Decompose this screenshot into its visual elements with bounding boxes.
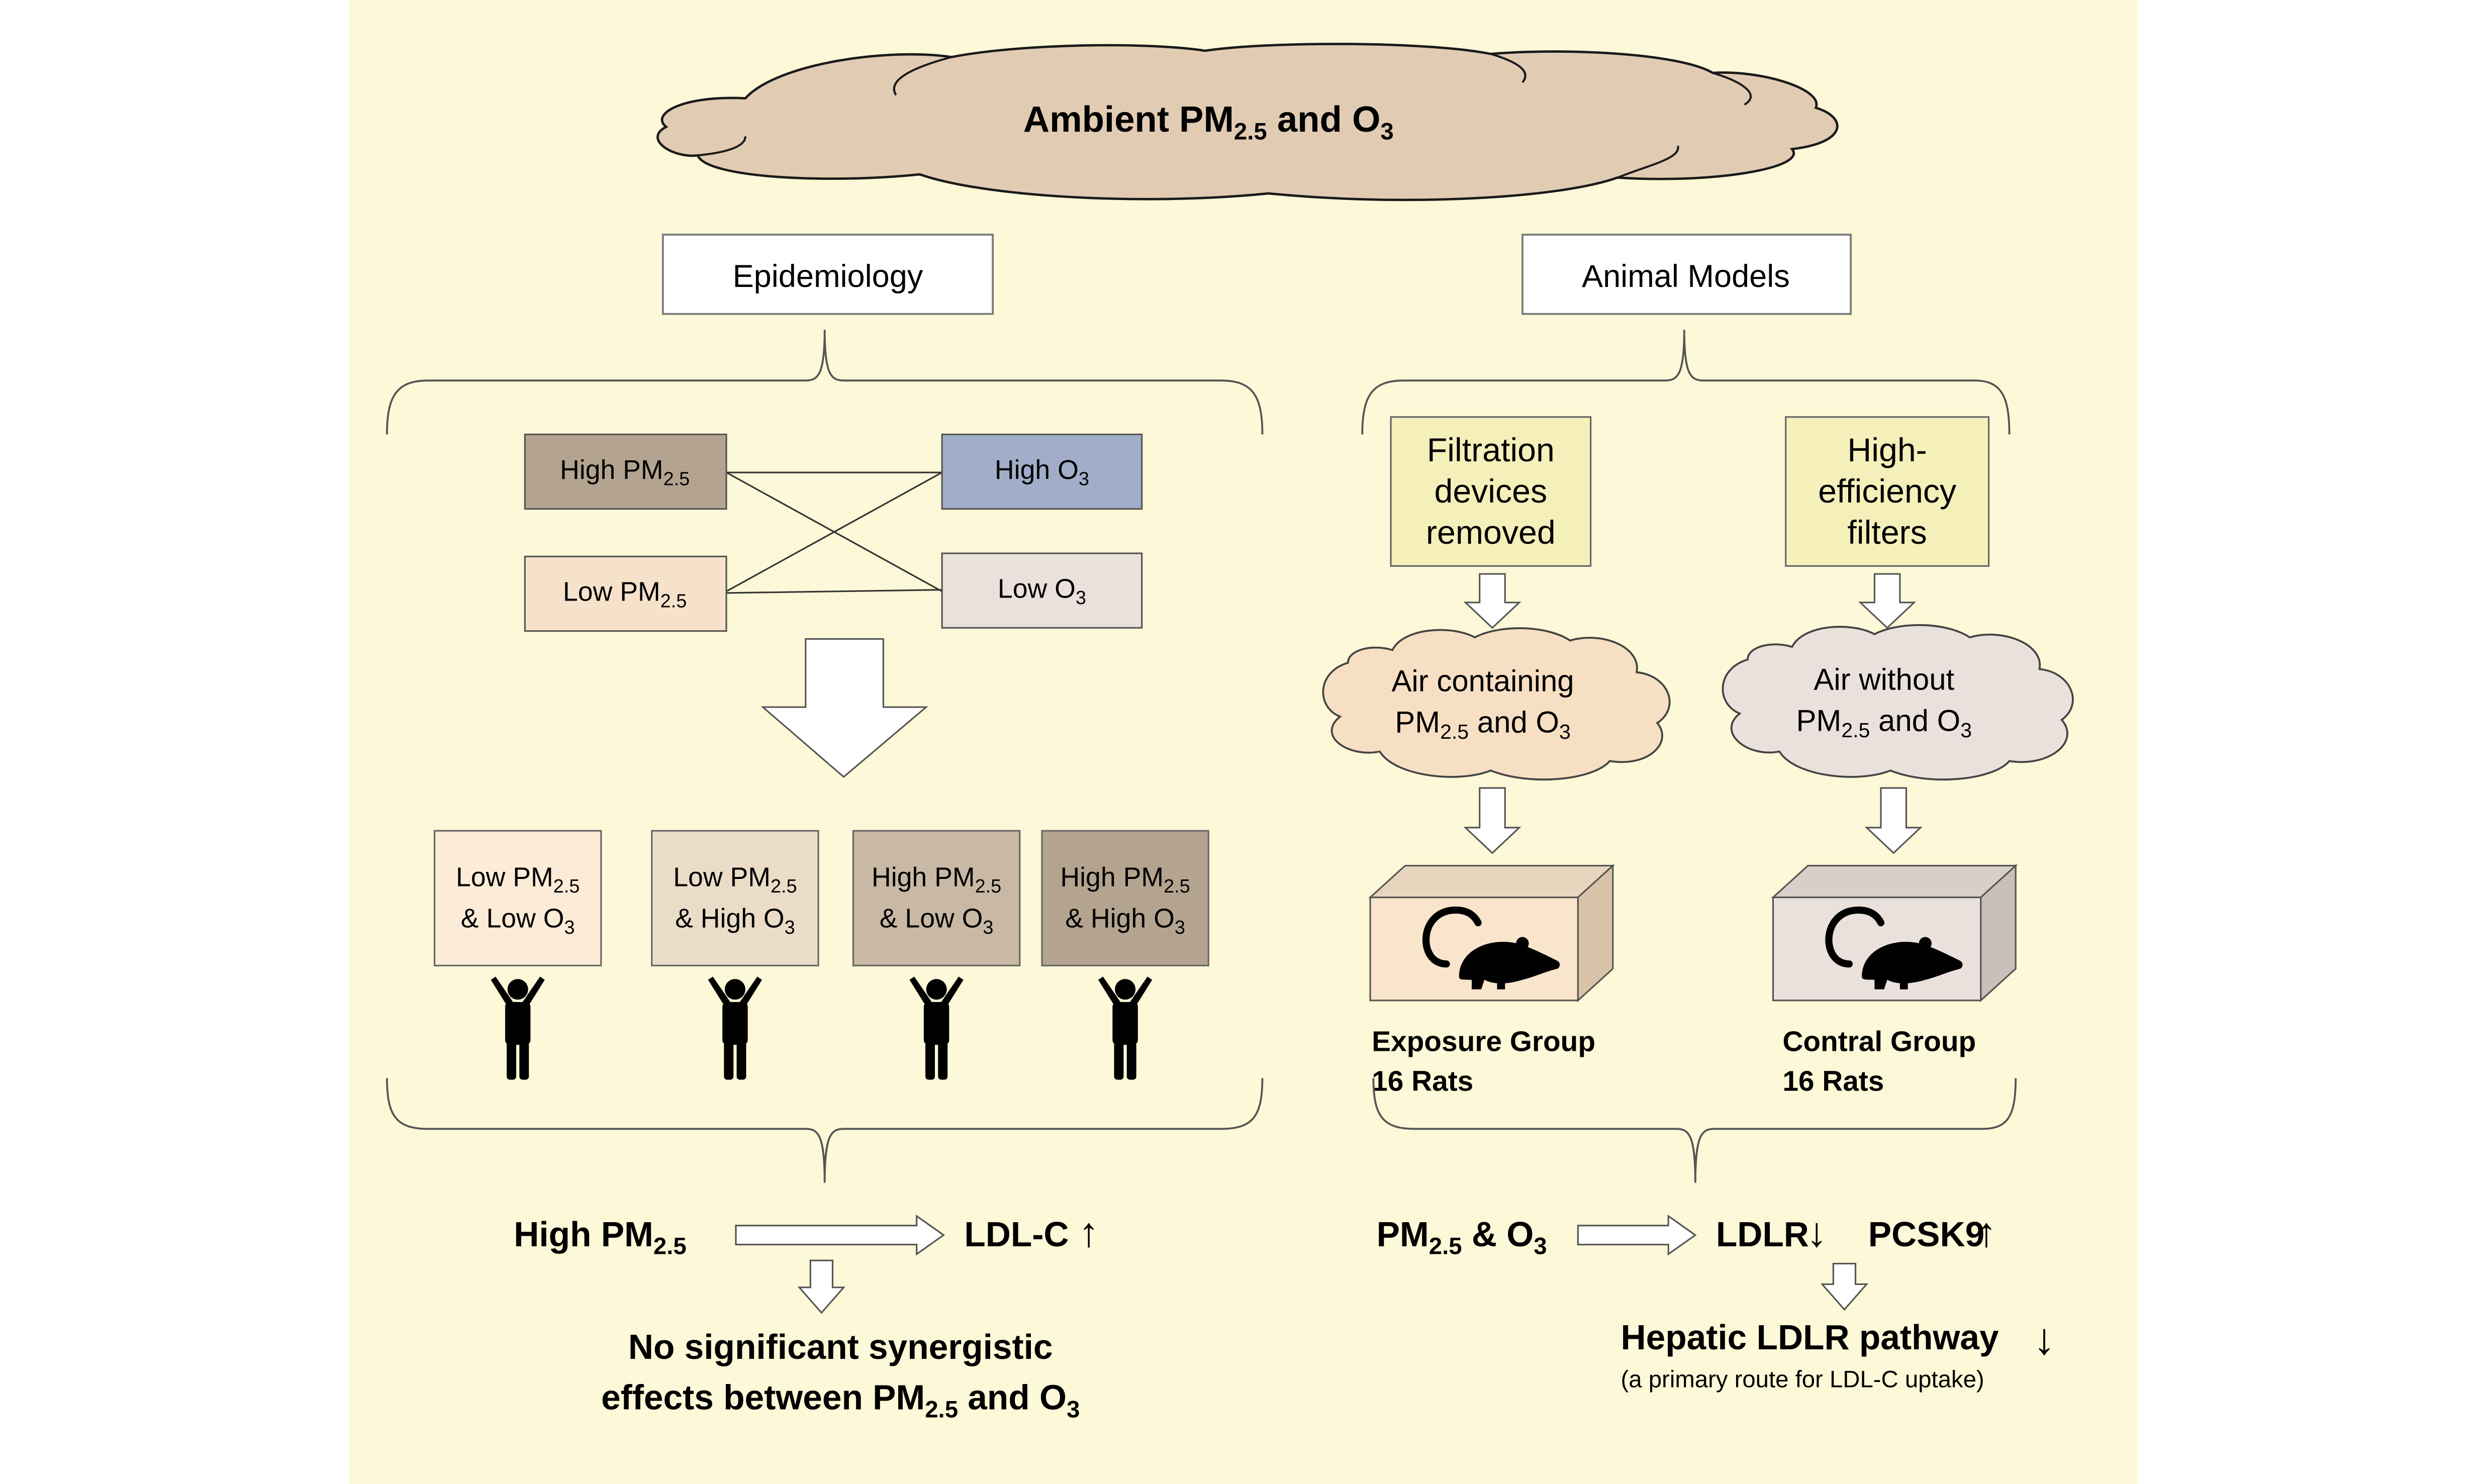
high-efficiency-filters-box: [1785, 416, 1990, 567]
down-arrow: [1820, 1262, 1869, 1311]
group-box: [1041, 830, 1209, 966]
low-o3-label: Low O3: [998, 573, 1086, 609]
down-arrow: [1463, 573, 1521, 629]
up-arrow-icon: ↑: [1976, 1210, 1996, 1255]
low-pm-box: [524, 555, 727, 632]
group-label: Low PM2.5: [673, 862, 797, 898]
control-group-name: Contral Group: [1782, 1026, 1976, 1058]
big-down-arrow: [760, 638, 928, 778]
exposure-group-count: 16 Rats: [1372, 1066, 1473, 1098]
animal-models-header: Animal Models: [1582, 259, 1790, 294]
exposure-cage: [1368, 864, 1615, 1003]
title-cloud: Ambient PM2.5 and O3: [656, 43, 1839, 202]
animal-top-brace: [1361, 330, 2011, 435]
connect-line: [726, 589, 942, 594]
group-box: [433, 830, 602, 966]
high-pm-label: High PM2.5: [560, 455, 690, 490]
group-label: High PM2.5: [1060, 862, 1190, 898]
down-arrow: [1463, 787, 1521, 854]
air-containing-cloud: Air containing PM2.5 and O3: [1322, 627, 1671, 781]
air-without-line1: Air without: [1814, 662, 1954, 696]
epi-conclusion-line1: No significant synergistic: [628, 1327, 1053, 1366]
group-label: & Low O3: [880, 904, 994, 939]
epidemiology-header-box: [661, 234, 994, 315]
epi-effect: LDL-C: [964, 1215, 1069, 1254]
ldlr-label: LDLR: [1716, 1215, 1809, 1254]
air-without-cloud: Air without PM2.5 and O3: [1722, 624, 2074, 781]
epi-cause: High PM2.5: [514, 1215, 686, 1260]
right-arrow: [735, 1214, 945, 1256]
pcsk9-label: PCSK9: [1868, 1215, 1984, 1254]
filtration-line: Filtration: [1427, 432, 1555, 469]
groups-layer: Low PM2.5 & Low O3 Low PM2.5 & High O3 High …: [433, 830, 1209, 1080]
hefilters-line: High-: [1847, 432, 1927, 469]
high-o3-label: High O3: [995, 455, 1089, 490]
animal-models-header-box: [1521, 234, 1852, 315]
low-o3-box: [941, 552, 1143, 629]
cross-line: [726, 471, 942, 592]
group-label: & High O3: [1065, 904, 1185, 939]
hefilters-line: efficiency: [1818, 473, 1956, 510]
group-label: & High O3: [675, 904, 795, 939]
pathway-note: (a primary route for LDL-C uptake): [1621, 1366, 1984, 1393]
high-pm-box: [524, 433, 727, 510]
down-arrow-icon: ↓: [1806, 1210, 1827, 1255]
exposure-group-name: Exposure Group: [1372, 1026, 1595, 1058]
filtration-line: devices: [1434, 473, 1547, 510]
filtration-line: removed: [1426, 514, 1556, 551]
air-with-line1: Air containing: [1391, 664, 1574, 698]
air-without-line2: PM2.5 and O3: [1796, 704, 1972, 742]
down-arrow-icon: ↓: [2033, 1314, 2055, 1363]
epi-top-brace: [386, 330, 1264, 435]
air-with-line2: PM2.5 and O3: [1395, 706, 1571, 744]
epi-conclusion-line2: effects between PM2.5 and O3: [601, 1378, 1080, 1423]
animal-bottom-brace: [1372, 1078, 2017, 1183]
filtration-devices-removed-box: [1390, 416, 1592, 567]
hepatic-pathway: Hepatic LDLR pathway: [1621, 1318, 1999, 1357]
control-group-count: 16 Rats: [1782, 1066, 1884, 1098]
down-arrow: [1858, 573, 1917, 629]
up-arrow-icon: ↑: [1078, 1210, 1099, 1255]
control-cage: [1771, 864, 2018, 1003]
group-label: Low PM2.5: [456, 862, 580, 898]
down-arrow: [797, 1259, 846, 1314]
group-label: High PM2.5: [872, 862, 1001, 898]
down-arrow: [1864, 787, 1923, 854]
epi-bottom-brace: [386, 1078, 1264, 1183]
high-o3-box: [941, 433, 1143, 510]
low-pm-label: Low PM2.5: [563, 577, 687, 612]
hefilters-line: filters: [1847, 514, 1927, 551]
animal-cause: PM2.5 & O3: [1377, 1215, 1547, 1260]
group-box: [852, 830, 1021, 966]
group-label: & Low O3: [461, 904, 575, 939]
main-title: Ambient PM2.5 and O3: [1023, 99, 1394, 145]
group-box: [651, 830, 819, 966]
epidemiology-header: Epidemiology: [733, 259, 923, 294]
right-arrow: [1577, 1214, 1697, 1256]
